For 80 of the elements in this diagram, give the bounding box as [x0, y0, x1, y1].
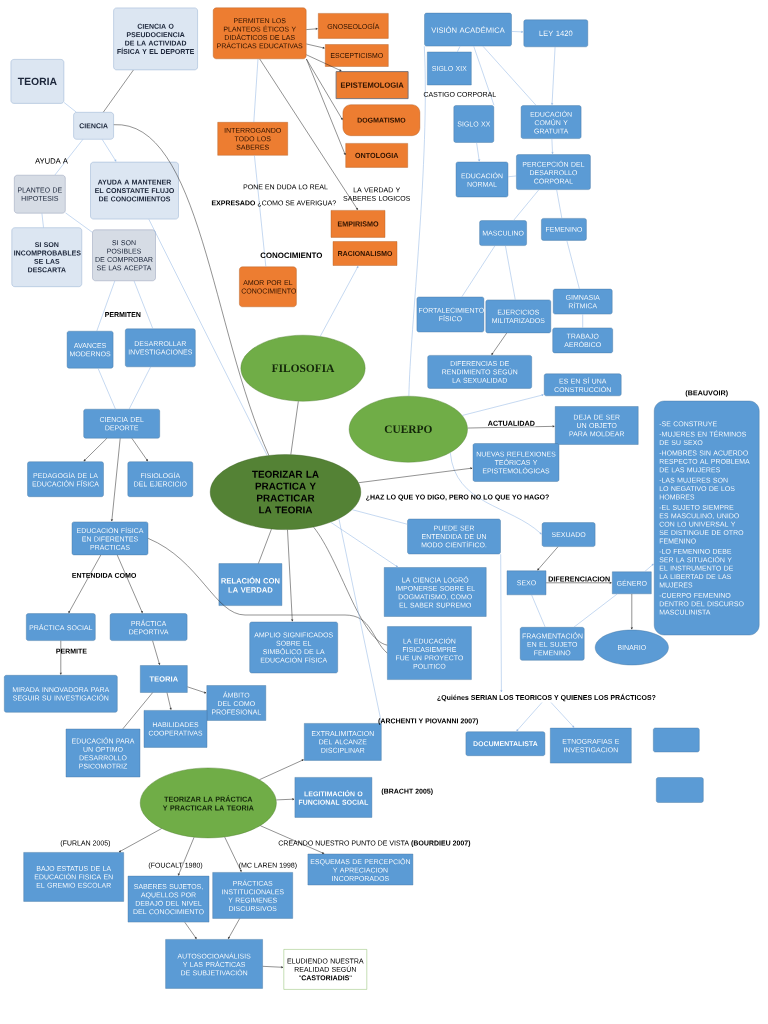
- arrow: [630, 593, 633, 630]
- arrow: [545, 581, 612, 584]
- empty-box: [653, 727, 700, 753]
- arrow: [306, 54, 342, 72]
- empty-box: [656, 777, 704, 803]
- arrow: [537, 546, 559, 571]
- connector-line: [573, 593, 618, 628]
- connector-line: [103, 69, 134, 113]
- arrow: [262, 966, 284, 969]
- arrow: [184, 922, 197, 939]
- arrow: [111, 438, 121, 522]
- connector-line: [290, 401, 299, 455]
- connector-line: [258, 528, 272, 564]
- connector-line: [63, 102, 77, 113]
- connector-line: [113, 124, 270, 456]
- connector-line: [254, 155, 267, 267]
- connector-line: [507, 175, 517, 178]
- connector-line: [97, 368, 116, 410]
- connector-line: [148, 219, 268, 456]
- connector-line: [352, 509, 408, 525]
- arrow: [260, 825, 325, 854]
- arrow: [491, 332, 507, 355]
- arrow: [259, 58, 358, 210]
- arrow: [467, 425, 555, 429]
- arrow: [511, 30, 524, 33]
- connector-line: [313, 526, 388, 646]
- connector-line: [41, 213, 44, 228]
- connector-line: [482, 46, 537, 106]
- connector-line: [457, 46, 461, 53]
- connector-line: [122, 692, 153, 730]
- arrow: [68, 554, 101, 614]
- arrow: [118, 828, 162, 853]
- arrow: [117, 554, 143, 614]
- connector-line: [473, 46, 495, 106]
- connector-line: [556, 189, 563, 219]
- arrow: [358, 467, 473, 483]
- arrow: [551, 138, 554, 154]
- arrow: [166, 692, 172, 710]
- arrow: [276, 798, 295, 801]
- arrow: [224, 836, 242, 872]
- connector-line: [408, 46, 426, 397]
- connector-line: [566, 240, 580, 290]
- arrow: [259, 759, 304, 780]
- arrow: [500, 553, 503, 693]
- arrow: [131, 438, 148, 462]
- connector-line: [65, 212, 93, 233]
- connector-line: [531, 594, 546, 628]
- connector-line: [513, 189, 540, 221]
- arrow: [516, 702, 543, 732]
- arrow: [59, 640, 62, 675]
- connector-line: [253, 58, 259, 123]
- connector-line: [582, 314, 583, 328]
- connector-line: [54, 139, 84, 176]
- arrow: [228, 918, 240, 939]
- arrow: [320, 266, 359, 337]
- arrow: [306, 58, 346, 156]
- arrow: [338, 518, 382, 723]
- arrow: [178, 837, 195, 876]
- arrow: [551, 46, 556, 105]
- connector-line: [505, 245, 516, 300]
- arrow: [462, 394, 544, 416]
- arrow: [476, 142, 480, 162]
- concept-box: TEORIA: [10, 59, 65, 104]
- arrow: [102, 139, 117, 162]
- arrow: [330, 522, 398, 568]
- arrow: [450, 452, 542, 535]
- connector-line: [128, 366, 151, 410]
- connector-line: [96, 280, 116, 332]
- arrow: [550, 702, 575, 728]
- connector-line: [133, 280, 153, 329]
- arrow: [306, 43, 325, 49]
- arrow: [187, 686, 207, 694]
- arrow: [83, 438, 108, 462]
- connector-line: [461, 245, 496, 298]
- arrow: [152, 640, 161, 665]
- arrow: [306, 58, 343, 120]
- arrow: [306, 27, 318, 30]
- arrow: [644, 563, 654, 572]
- arrow: [287, 529, 294, 622]
- connector-line: [147, 538, 388, 654]
